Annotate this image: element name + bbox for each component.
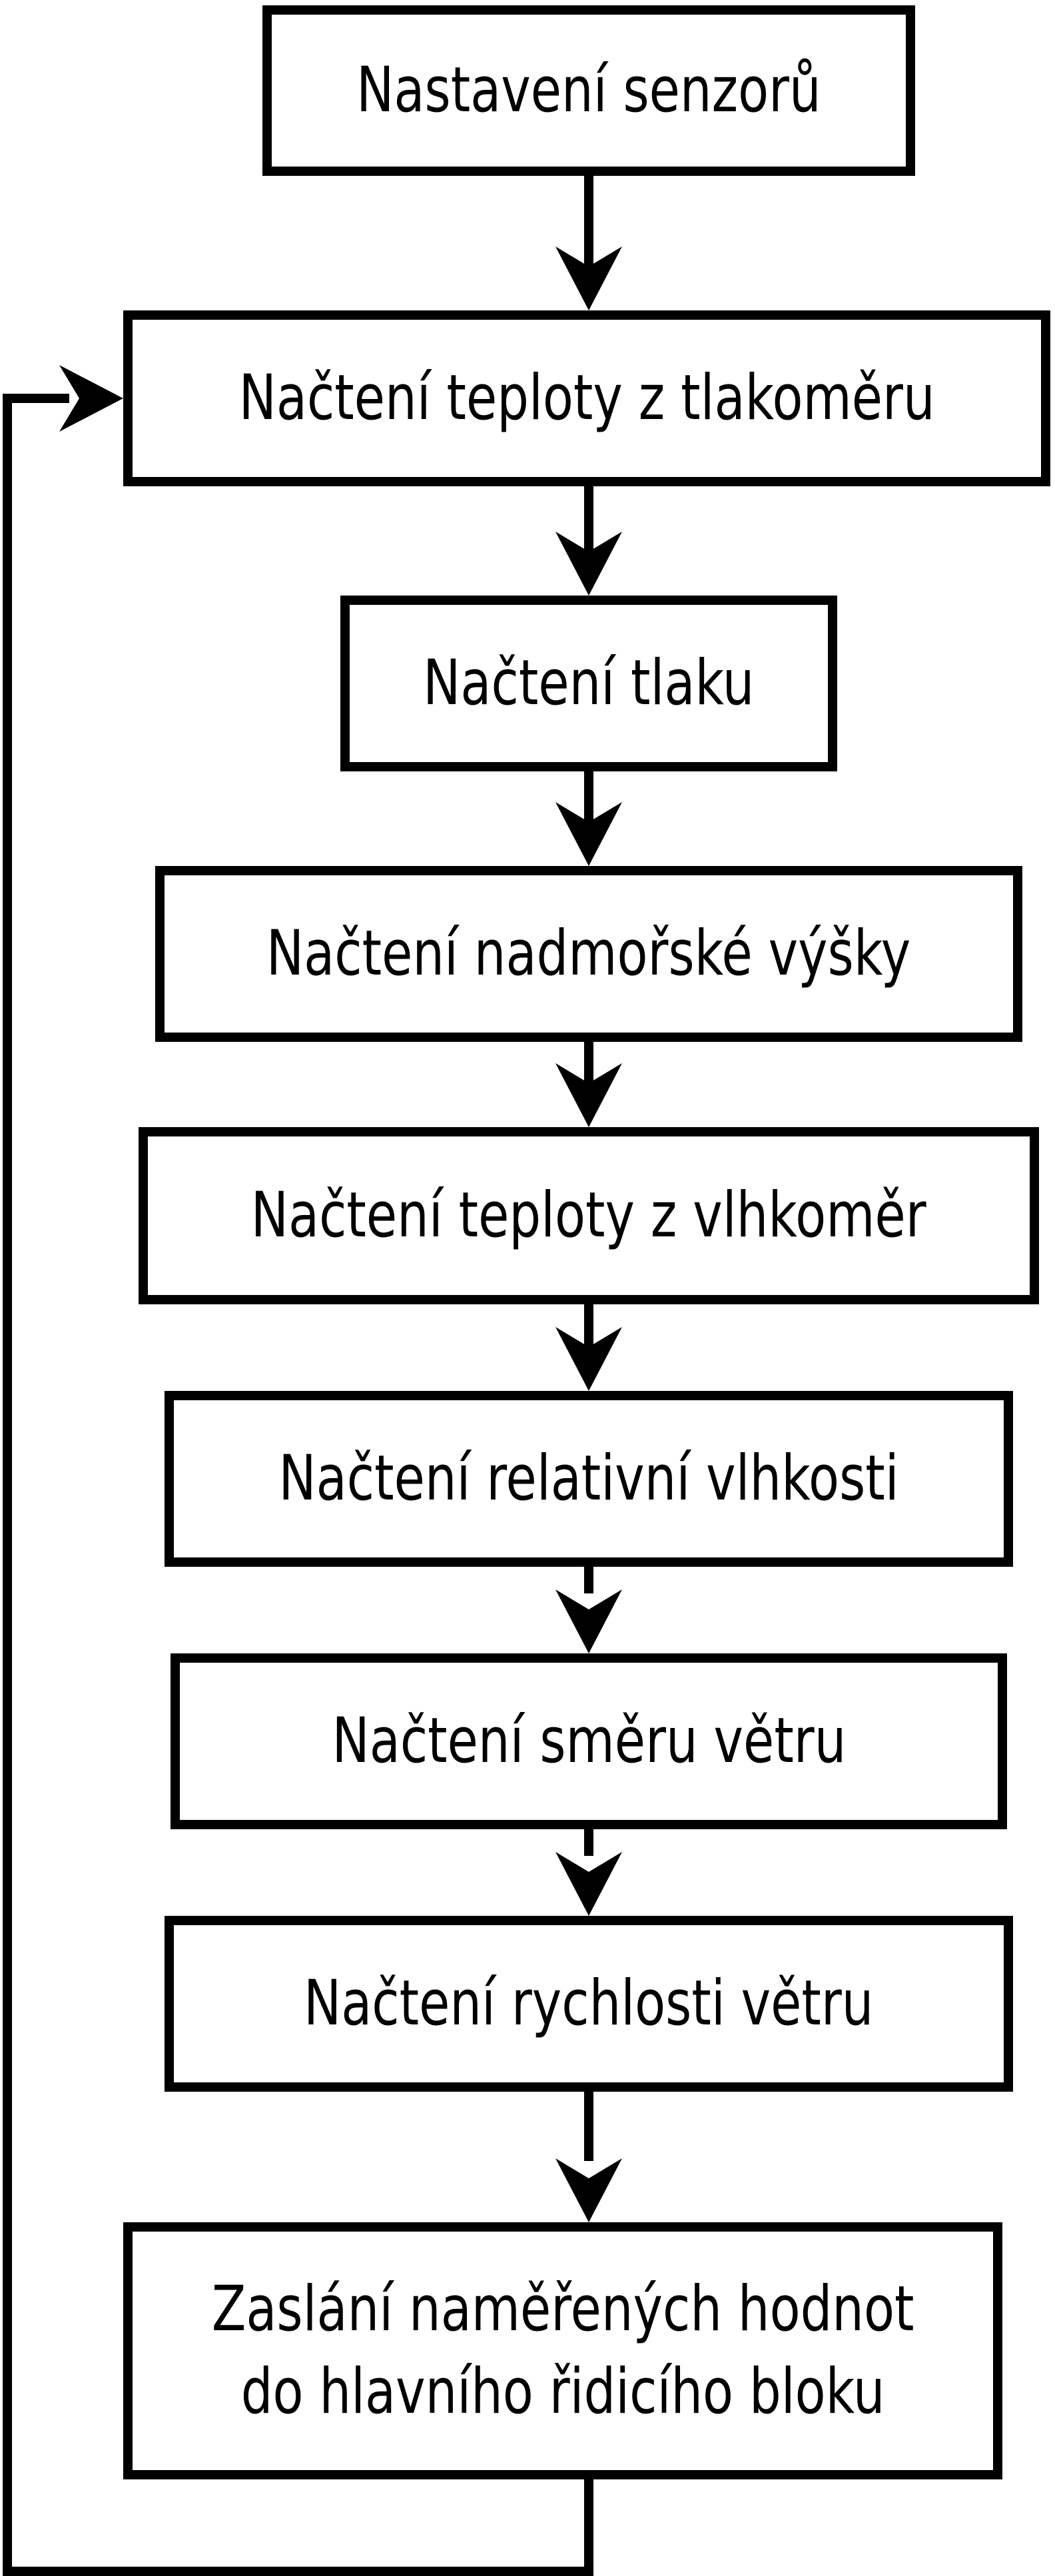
- node-nacteni-teploty-z-vlhkomer: Načtení teploty z vlhkoměr: [139, 1127, 1039, 1304]
- node-label: Načtení směru větru: [332, 1704, 846, 1777]
- node-label-line-1: Zaslání naměřených hodnot: [211, 2272, 914, 2346]
- node-nastaveni-senzoru: Nastavení senzorů: [262, 5, 915, 176]
- node-nacteni-teploty-z-tlakomeru: Načtení teploty z tlakoměru: [123, 310, 1050, 486]
- edge-n5-n6-arrowhead-icon: [555, 1327, 622, 1391]
- edge-n4-n5-shaft: [584, 1042, 593, 1086]
- loop-edge-down-segment: [584, 2479, 593, 2576]
- node-label: Zaslání naměřených hodnot do hlavního ři…: [212, 2268, 914, 2433]
- edge-n1-n2-arrowhead-icon: [555, 246, 622, 310]
- edge-n5-n6-shaft: [584, 1304, 593, 1350]
- edge-n6-n7-arrowhead-icon: [555, 1589, 622, 1653]
- edge-n1-n2-shaft: [584, 176, 593, 273]
- node-label: Načtení teploty z vlhkoměr: [251, 1178, 926, 1252]
- edge-n3-n4-arrowhead-icon: [555, 802, 622, 866]
- loop-edge-arrowhead-icon: [59, 365, 123, 432]
- loop-edge-left-segment: [3, 394, 12, 2576]
- edge-n2-n3-shaft: [584, 486, 593, 558]
- loop-edge-bottom-segment: [3, 2567, 593, 2576]
- node-label: Načtení nadmořské výšky: [266, 917, 911, 990]
- node-nacteni-smeru-vetru: Načtení směru větru: [171, 1653, 1007, 1829]
- node-zaslani-namerenych-hodnot: Zaslání naměřených hodnot do hlavního ři…: [123, 2222, 1002, 2479]
- edge-n3-n4-shaft: [584, 771, 593, 825]
- edge-n6-n7-shaft: [584, 1567, 593, 1593]
- loop-edge-entry-shaft: [3, 394, 69, 403]
- edge-n8-n9-shaft: [584, 2092, 593, 2161]
- edge-n7-n8-arrowhead-icon: [555, 1852, 622, 1916]
- node-label-line-2: do hlavního řidicího bloku: [240, 2356, 885, 2428]
- node-nacteni-rychlosti-vetru: Načtení rychlosti větru: [165, 1916, 1013, 2092]
- edge-n2-n3-arrowhead-icon: [555, 532, 622, 596]
- node-label: Načtení rychlosti větru: [304, 1966, 874, 2040]
- node-label: Načtení tlaku: [423, 646, 755, 719]
- edge-n4-n5-arrowhead-icon: [555, 1063, 622, 1127]
- edge-n8-n9-arrowhead-icon: [555, 2158, 622, 2222]
- node-label: Načtení relativní vlhkosti: [278, 1442, 899, 1515]
- node-nacteni-relativni-vlhkosti: Načtení relativní vlhkosti: [165, 1391, 1013, 1567]
- node-nacteni-tlaku: Načtení tlaku: [340, 596, 837, 771]
- node-label: Načtení teploty z tlakoměru: [238, 361, 935, 434]
- node-nacteni-nadmorske-vysky: Načtení nadmořské výšky: [155, 866, 1022, 1042]
- edge-n7-n8-shaft: [584, 1829, 593, 1856]
- node-label: Nastavení senzorů: [356, 53, 821, 127]
